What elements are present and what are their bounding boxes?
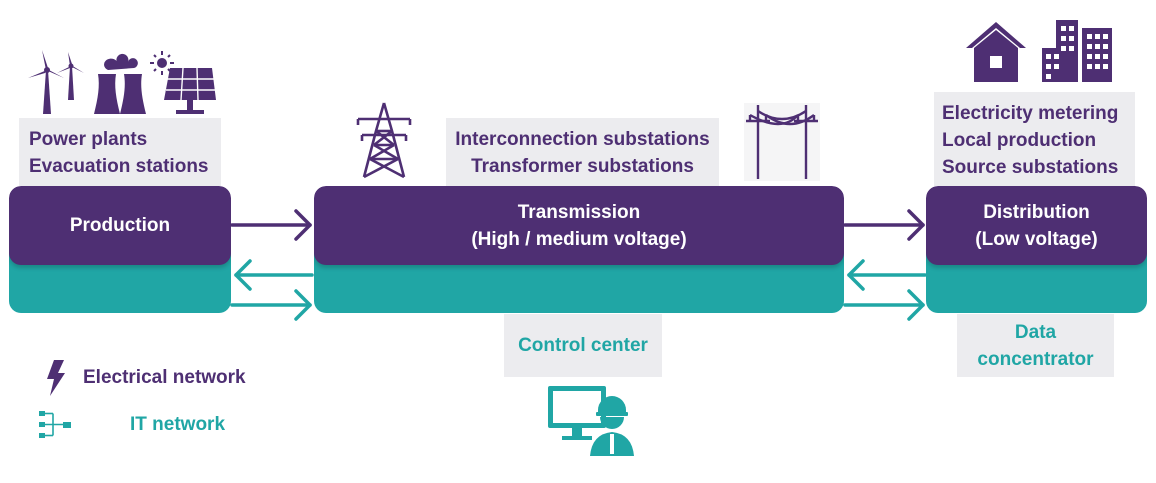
transmission-distribution-arrows — [843, 209, 927, 321]
production-label-item: Power plants — [29, 129, 148, 150]
it-arrow-left — [234, 259, 314, 291]
pylon-icon — [356, 102, 412, 179]
house-icon — [966, 22, 1026, 82]
distribution-subtitle: (Low voltage) — [975, 228, 1098, 250]
transmission-subtitle: (High / medium voltage) — [471, 228, 687, 250]
solar-panel-icon — [164, 67, 216, 114]
lightning-bolt-icon — [47, 360, 65, 396]
production-icons — [28, 50, 216, 114]
distribution-label-item: Source substations — [942, 157, 1119, 178]
electrical-arrow-right — [230, 209, 312, 241]
transmission-electrical-layer: Transmission (High / medium voltage) — [314, 186, 844, 265]
transmission-label-item: Interconnection substations — [455, 129, 710, 150]
buildings-icon — [1042, 20, 1112, 82]
legend-it-label: IT network — [130, 414, 226, 435]
network-tree-icon — [39, 411, 71, 438]
data-concentrator-text-2: concentrator — [977, 348, 1094, 370]
operator-monitor-icon — [548, 386, 634, 456]
production-title: Production — [69, 215, 171, 236]
control-center-text: Control center — [518, 335, 648, 356]
it-arrow-right — [843, 289, 925, 321]
distribution-electrical-layer: Distribution (Low voltage) — [926, 186, 1147, 265]
power-plant-icon — [94, 53, 146, 114]
production-transmission-arrows — [230, 209, 314, 321]
utility-pole-icon — [744, 103, 820, 181]
distribution-icons — [966, 20, 1112, 82]
data-concentrator-label: Data concentrator — [957, 314, 1114, 377]
production-label-item: Evacuation stations — [29, 156, 209, 177]
it-arrow-right — [230, 289, 312, 321]
legend-electrical-label: Electrical network — [83, 367, 246, 388]
transmission-label-item: Transformer substations — [471, 156, 694, 177]
electrical-arrow-right — [843, 209, 925, 241]
production-block: Production — [9, 186, 231, 313]
transmission-labels: Interconnection substations Transformer … — [446, 118, 719, 186]
wind-turbine-icon — [28, 50, 84, 114]
distribution-label-item: Local production — [942, 130, 1097, 151]
transmission-title: Transmission — [517, 201, 641, 223]
distribution-label-item: Electricity metering — [942, 103, 1119, 124]
distribution-labels: Electricity metering Local production So… — [934, 92, 1135, 186]
transmission-block: Transmission (High / medium voltage) — [314, 186, 844, 313]
control-center-label: Control center — [504, 314, 662, 377]
data-concentrator-text-1: Data — [1014, 321, 1057, 343]
sun-icon — [150, 51, 174, 75]
it-arrow-left — [847, 259, 927, 291]
production-labels: Power plants Evacuation stations — [19, 118, 221, 186]
distribution-block: Distribution (Low voltage) — [926, 186, 1147, 313]
distribution-title: Distribution — [983, 201, 1090, 223]
production-electrical-layer: Production — [9, 186, 231, 265]
